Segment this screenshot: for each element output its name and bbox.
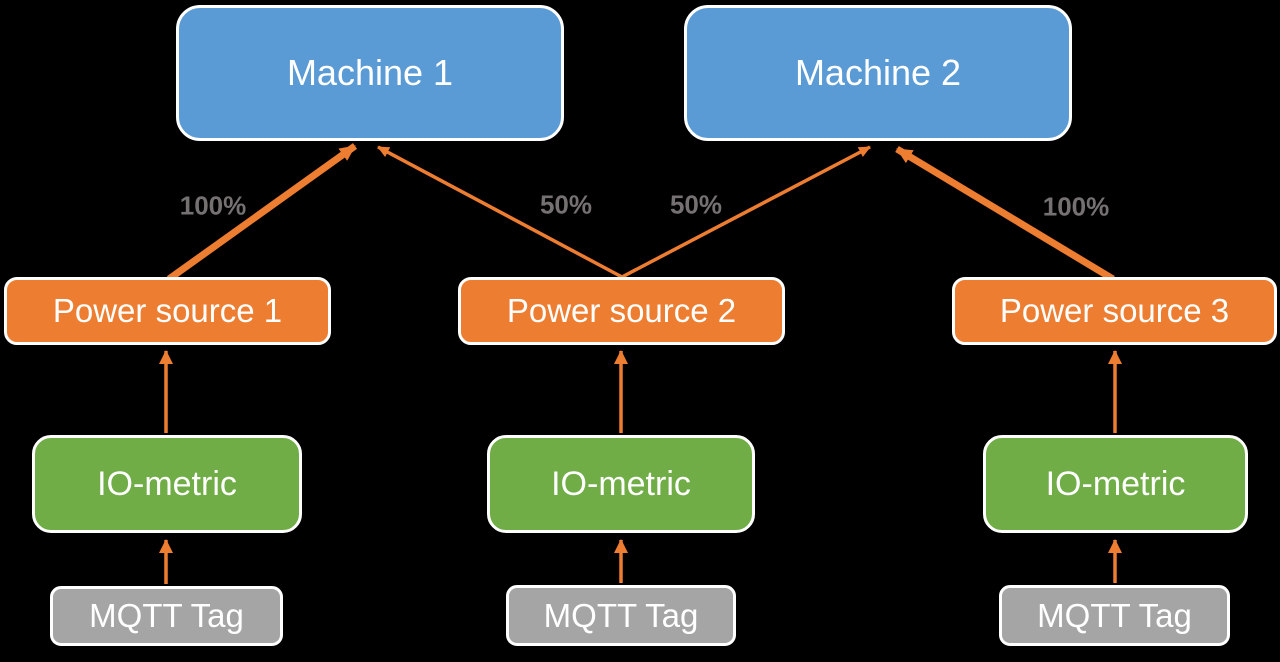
edge-ps2-machine2 xyxy=(621,145,871,279)
node-power-source-1: Power source 1 xyxy=(4,277,331,345)
node-machine-2: Machine 2 xyxy=(684,5,1072,141)
edge-label-ps1-machine1: 100% xyxy=(179,190,247,221)
node-mqtt-tag-2: MQTT Tag xyxy=(506,585,736,646)
power-source-2-label: Power source 2 xyxy=(506,292,737,329)
io-metric-3-label: IO-metric xyxy=(1045,464,1186,503)
io-metric-1-label: IO-metric xyxy=(97,464,237,503)
mqtt-tag-3-label: MQTT Tag xyxy=(1037,596,1192,634)
power-source-3-label: Power source 3 xyxy=(999,292,1230,329)
node-power-source-2: Power source 2 xyxy=(458,277,785,345)
edge-label-ps2-machine2: 50% xyxy=(669,189,723,220)
edge-ps2-machine1 xyxy=(377,145,623,279)
io-metric-2-label: IO-metric xyxy=(551,464,691,503)
machine-2-label: Machine 2 xyxy=(794,52,962,93)
edge-ps1-machine1 xyxy=(166,143,358,282)
edge-label-ps3-machine2: 100% xyxy=(1042,191,1110,222)
node-mqtt-tag-3: MQTT Tag xyxy=(999,585,1230,646)
node-io-metric-2: IO-metric xyxy=(487,435,755,533)
edge-ps3-machine2 xyxy=(895,146,1115,282)
node-mqtt-tag-1: MQTT Tag xyxy=(50,586,283,646)
node-machine-1: Machine 1 xyxy=(176,5,564,141)
node-power-source-3: Power source 3 xyxy=(952,277,1277,345)
node-io-metric-3: IO-metric xyxy=(983,435,1248,533)
mqtt-tag-1-label: MQTT Tag xyxy=(89,597,244,634)
node-io-metric-1: IO-metric xyxy=(32,435,302,533)
edge-label-ps2-machine1: 50% xyxy=(539,189,593,220)
mqtt-tag-2-label: MQTT Tag xyxy=(543,596,699,634)
power-source-1-label: Power source 1 xyxy=(52,292,283,329)
machine-1-label: Machine 1 xyxy=(286,52,454,93)
